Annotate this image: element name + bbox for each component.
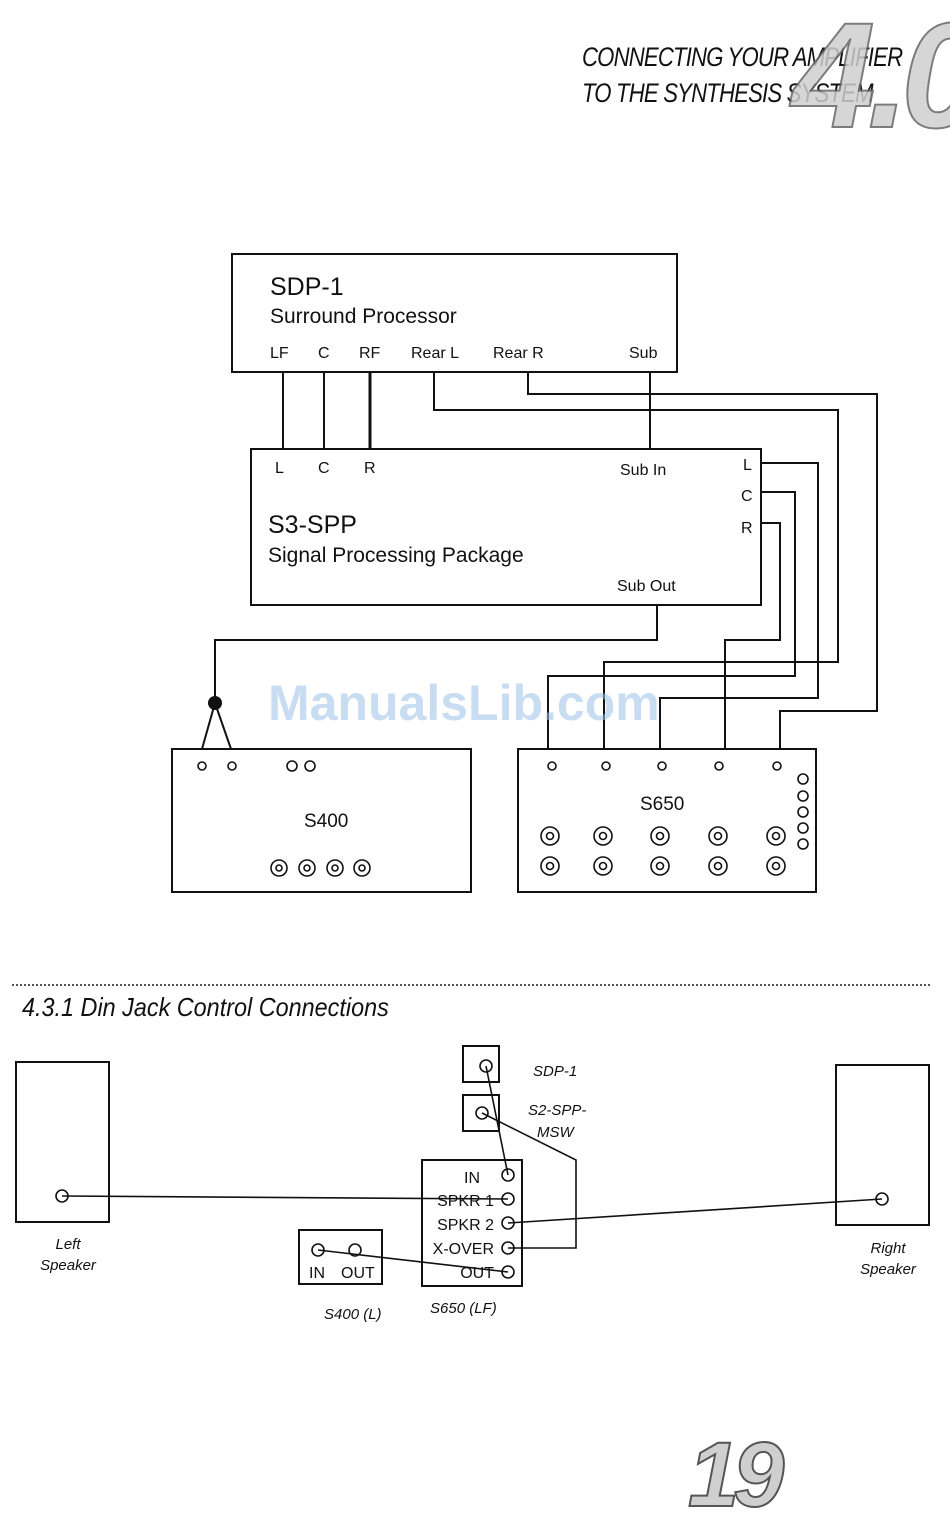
spp-out-c: C — [741, 488, 753, 505]
spp-out-r: R — [741, 520, 753, 537]
header-line-2: TO THE SYNTHESIS SYSTEM — [582, 78, 874, 108]
sdp1-port-rear-r: Rear R — [493, 345, 544, 362]
s400-connectors — [197, 760, 371, 877]
cable-sub-split-a — [201, 702, 216, 750]
cable-spp-out-c — [547, 491, 796, 749]
d2-sdp1-label: SDP-1 — [533, 1063, 577, 1080]
chapter-number: 4.0 — [791, 0, 950, 159]
spp-out-l: L — [743, 457, 752, 474]
s400-jack-label: S400 (L) — [324, 1306, 382, 1323]
s650-jack-label: S650 (LF) — [430, 1300, 497, 1317]
spp-sub-out: Sub Out — [617, 578, 676, 595]
spp-in-r: R — [364, 460, 376, 477]
left-speaker-line2: Speaker — [40, 1257, 97, 1274]
sdp1-name: SDP-1 — [270, 273, 344, 301]
sdp1-box — [231, 253, 678, 373]
s650-port-xover: X-OVER — [433, 1241, 494, 1258]
sdp1-port-lf: LF — [270, 345, 289, 362]
spp-in-l: L — [275, 460, 284, 477]
s2sppmsw-jack-box — [462, 1094, 500, 1132]
sdp1-port-sub: Sub — [629, 345, 658, 362]
s650-jack-box — [421, 1159, 523, 1287]
wire-left-to-spkr1 — [61, 1195, 509, 1200]
sdp1-port-rear-l: Rear L — [411, 345, 459, 362]
s650-label: S650 — [640, 794, 684, 815]
wire-spkr2-to-right — [507, 1198, 883, 1224]
d2-s2sppmsw-line2: MSW — [537, 1124, 576, 1141]
splitter-node — [208, 696, 222, 710]
s400-label: S400 — [304, 811, 348, 832]
cable-rear-r — [527, 372, 878, 749]
page-number: 19 — [687, 1424, 785, 1526]
right-speaker-line2: Speaker — [860, 1261, 917, 1278]
right-speaker-box — [835, 1064, 930, 1226]
cable-sub-split-b — [214, 702, 232, 750]
wire-msw-to-xover — [481, 1112, 577, 1249]
section-title: 4.3.1 Din Jack Control Connections — [22, 992, 389, 1022]
header-line-1: CONNECTING YOUR AMPLIFIER — [582, 42, 903, 72]
s650-port-in: IN — [464, 1170, 480, 1187]
s400-port-in: IN — [309, 1265, 325, 1282]
spp-desc: Signal Processing Package — [268, 544, 524, 567]
din-jacks — [55, 1059, 889, 1279]
sdp1-jack-box — [462, 1045, 500, 1083]
s650-box — [517, 748, 817, 893]
section-divider — [12, 984, 930, 986]
s650-port-spkr2: SPKR 2 — [437, 1217, 494, 1234]
s400-port-out: OUT — [341, 1265, 375, 1282]
cable-sub-out — [214, 605, 658, 703]
s650-port-spkr1: SPKR 1 — [437, 1193, 494, 1210]
cable-spp-out-r — [724, 522, 781, 749]
d2-s2sppmsw-line1: S2-SPP- — [528, 1102, 586, 1119]
sdp1-desc: Surround Processor — [270, 305, 457, 328]
s3spp-box — [250, 448, 762, 606]
spp-name: S3-SPP — [268, 511, 357, 539]
s650-connectors — [540, 761, 809, 876]
left-speaker-line1: Left — [55, 1236, 81, 1253]
spp-sub-in: Sub In — [620, 462, 666, 479]
spp-in-c: C — [318, 460, 330, 477]
cable-spp-out-l — [659, 462, 819, 749]
sdp1-port-c: C — [318, 345, 330, 362]
right-speaker-line1: Right — [870, 1240, 906, 1257]
s650-port-out: OUT — [460, 1265, 494, 1282]
s400-box — [171, 748, 472, 893]
sdp1-port-rf: RF — [359, 345, 381, 362]
watermark: ManualsLib.com — [268, 675, 660, 731]
left-speaker-box — [15, 1061, 110, 1223]
